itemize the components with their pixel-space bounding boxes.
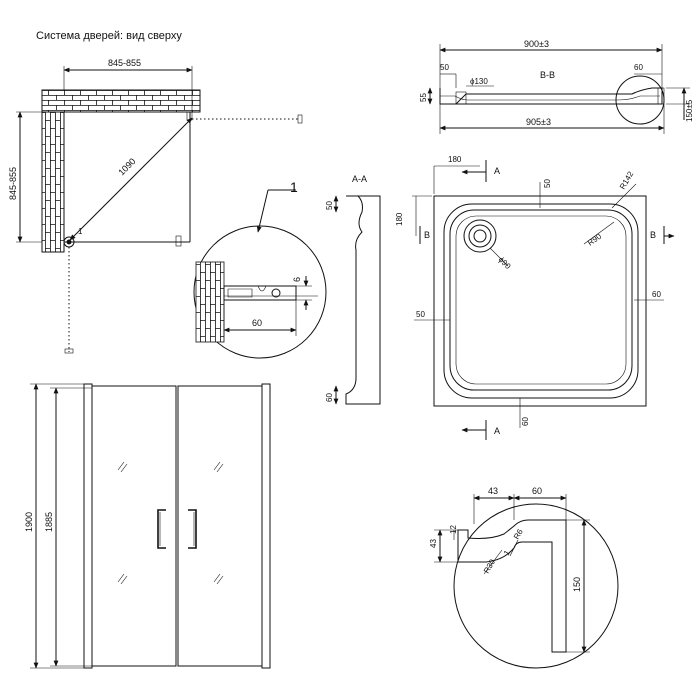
section-aa-title: A-A [352,174,367,184]
top-width-dim: 845-855 [108,58,141,68]
tray-section-b-right: B [650,230,656,240]
bb-right-height: 150±5 [685,99,694,122]
diagonal-dim: 1090 [116,156,137,177]
tray-plan: ϕ90 A A B B 180 180 50 50 60 60 R142 R90 [395,155,675,440]
edge-lip: 12 [449,525,458,534]
bb-top-width: 900±3 [524,39,549,49]
bb-left-lip: 50 [440,63,449,72]
detail-1: 1 6 60 [193,179,327,359]
left-handle [157,509,166,549]
edge-height: 150 [572,577,582,592]
detail-width-dim: 60 [252,318,262,328]
front-view: 1900 1885 [24,383,271,669]
left-door-glass [91,385,177,667]
section-bb-title: B-B [540,70,555,80]
tray-drain-icon [463,219,497,253]
aa-profile [345,195,381,405]
tray-outline [433,195,647,407]
tray-left-border: 50 [416,310,425,319]
bb-right-lip: 60 [634,63,643,72]
tray-inner-radius: R90 [586,232,604,248]
tray-outer-radius: R142 [618,169,636,191]
detail-callout: 1 [290,179,298,195]
left-profile [83,383,93,669]
tray-right-border: 60 [652,290,661,299]
edge-profile [457,519,567,653]
tray-offset-x: 180 [448,155,462,164]
right-handle [188,509,197,549]
drawing-caption: Система дверей: вид сверху [36,30,182,42]
front-total-height: 1900 [24,512,34,532]
tray-section-a-bottom: A [494,426,500,436]
edge-right-width: 60 [532,486,542,496]
tray-section-a-top: A [494,166,500,176]
top-height-dim: 845-855 [8,167,18,200]
bb-bottom-width: 905±3 [526,117,551,127]
tray-offset-y: 180 [395,212,404,226]
bb-left-height: 55 [419,93,428,102]
section-aa: A-A 50 60 [325,174,381,405]
top-view: 1090 1 845-855 845-855 [8,58,303,354]
tray-drain-dia: ϕ90 [497,255,513,271]
diagonal-dim-line [69,117,193,241]
tray-bottom-border: 60 [521,417,530,426]
edge-detail-circle [453,503,619,669]
edge-detail: 43 60 43 12 R6 R30 1 150 [429,486,619,669]
edge-thickness: 1 [502,548,512,557]
tray-section-b-left: B [424,230,430,240]
aa-top-dim: 50 [325,201,334,210]
right-profile [261,383,271,669]
edge-left-height: 43 [429,539,438,548]
top-wall [41,89,201,113]
bb-drain-dia: ϕ130 [470,77,488,86]
left-wall [41,111,65,253]
front-glass-height: 1885 [44,512,54,532]
section-bb: B-B 900±3 905±3 50 60 55 ϕ130 150±5 [419,39,694,134]
detail-gap-dim: 6 [292,277,302,282]
top-callout: 1 [78,227,83,236]
edge-radius-small: R6 [512,527,525,541]
tray-top-border: 50 [543,179,552,188]
right-door-glass [177,385,263,667]
aa-bottom-dim: 60 [325,393,334,402]
edge-left-width: 43 [488,486,498,496]
detail-circle [193,225,327,359]
